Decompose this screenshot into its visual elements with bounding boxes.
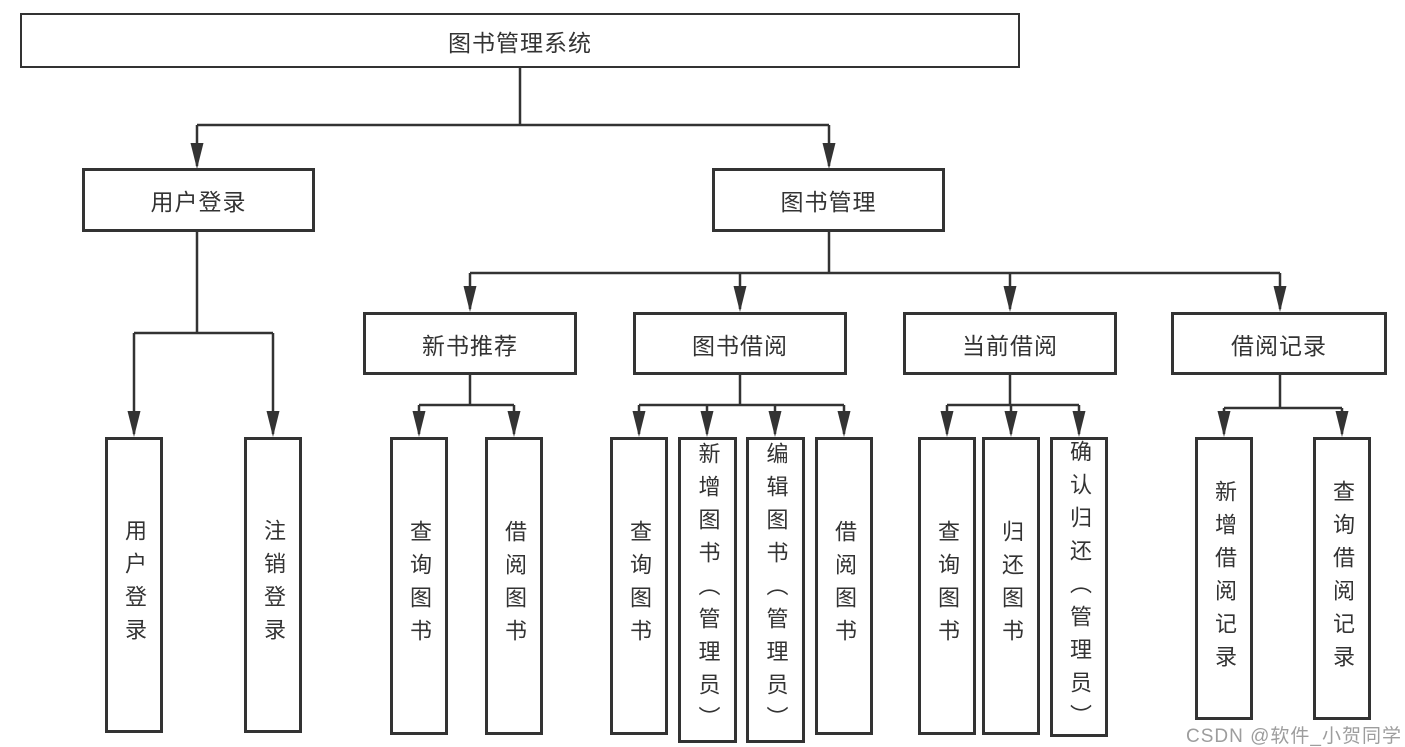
leaf-label: 确认归还（管理员） (1067, 440, 1092, 737)
wires-new-book-to-leaves (412, 375, 521, 437)
leaf-label: 查询图书 (935, 520, 960, 652)
wires-book-management-to-level3 (463, 232, 1287, 312)
leaf-confirm-return-admin: 确认归还（管理员） (1050, 437, 1108, 737)
wires-user-login-to-leaves (127, 232, 280, 437)
node-book-borrowing: 图书借阅 (633, 312, 847, 375)
leaf-label: 查询借阅记录 (1330, 479, 1355, 678)
node-library-management-system: 图书管理系统 (20, 13, 1020, 68)
node-label: 图书借阅 (692, 332, 788, 359)
node-label: 用户登录 (150, 189, 247, 215)
node-label: 图书管理 (780, 189, 877, 215)
wires-borrowing-records-to-leaves (1217, 375, 1349, 437)
leaf-edit-book-admin: 编辑图书（管理员） (746, 437, 805, 743)
leaf-query-books-recommend: 查询图书 (390, 437, 448, 735)
wires-root-to-level2 (190, 68, 836, 169)
leaf-add-borrow-record: 新增借阅记录 (1195, 437, 1253, 720)
leaf-logout: 注销登录 (244, 437, 302, 733)
leaf-label: 查询图书 (627, 520, 652, 652)
node-label: 当前借阅 (962, 332, 1058, 359)
leaf-borrow-books-borrowing: 借阅图书 (815, 437, 873, 735)
leaf-user-login: 用户登录 (105, 437, 163, 733)
leaf-label: 新增借阅记录 (1212, 479, 1237, 678)
leaf-query-borrow-record: 查询借阅记录 (1313, 437, 1371, 720)
node-new-book-recommendation: 新书推荐 (363, 312, 577, 375)
wires-current-borrowing-to-leaves (940, 375, 1086, 437)
leaf-return-books: 归还图书 (982, 437, 1040, 735)
leaf-label: 借阅图书 (832, 520, 857, 652)
node-book-management: 图书管理 (712, 168, 945, 232)
node-label: 图书管理系统 (448, 29, 592, 56)
leaf-query-books-current: 查询图书 (918, 437, 976, 735)
node-label: 新书推荐 (422, 332, 518, 359)
leaf-add-book-admin: 新增图书（管理员） (678, 437, 737, 743)
leaf-label: 编辑图书（管理员） (763, 441, 789, 739)
leaf-label: 归还图书 (999, 520, 1024, 652)
csdn-watermark: CSDN @软件_小贺同学 (1186, 726, 1402, 747)
leaf-label: 注销登录 (261, 519, 286, 651)
leaf-label: 借阅图书 (502, 520, 527, 652)
node-current-borrowing: 当前借阅 (903, 312, 1117, 375)
node-user-login: 用户登录 (82, 168, 315, 232)
node-borrowing-records: 借阅记录 (1171, 312, 1387, 375)
wires-book-borrowing-to-leaves (632, 375, 851, 437)
leaf-label: 新增图书（管理员） (695, 441, 721, 739)
leaf-label: 查询图书 (407, 520, 432, 652)
leaf-query-books-borrowing: 查询图书 (610, 437, 668, 735)
leaf-borrow-books-recommend: 借阅图书 (485, 437, 543, 735)
leaf-label: 用户登录 (122, 519, 147, 651)
node-label: 借阅记录 (1231, 332, 1327, 359)
